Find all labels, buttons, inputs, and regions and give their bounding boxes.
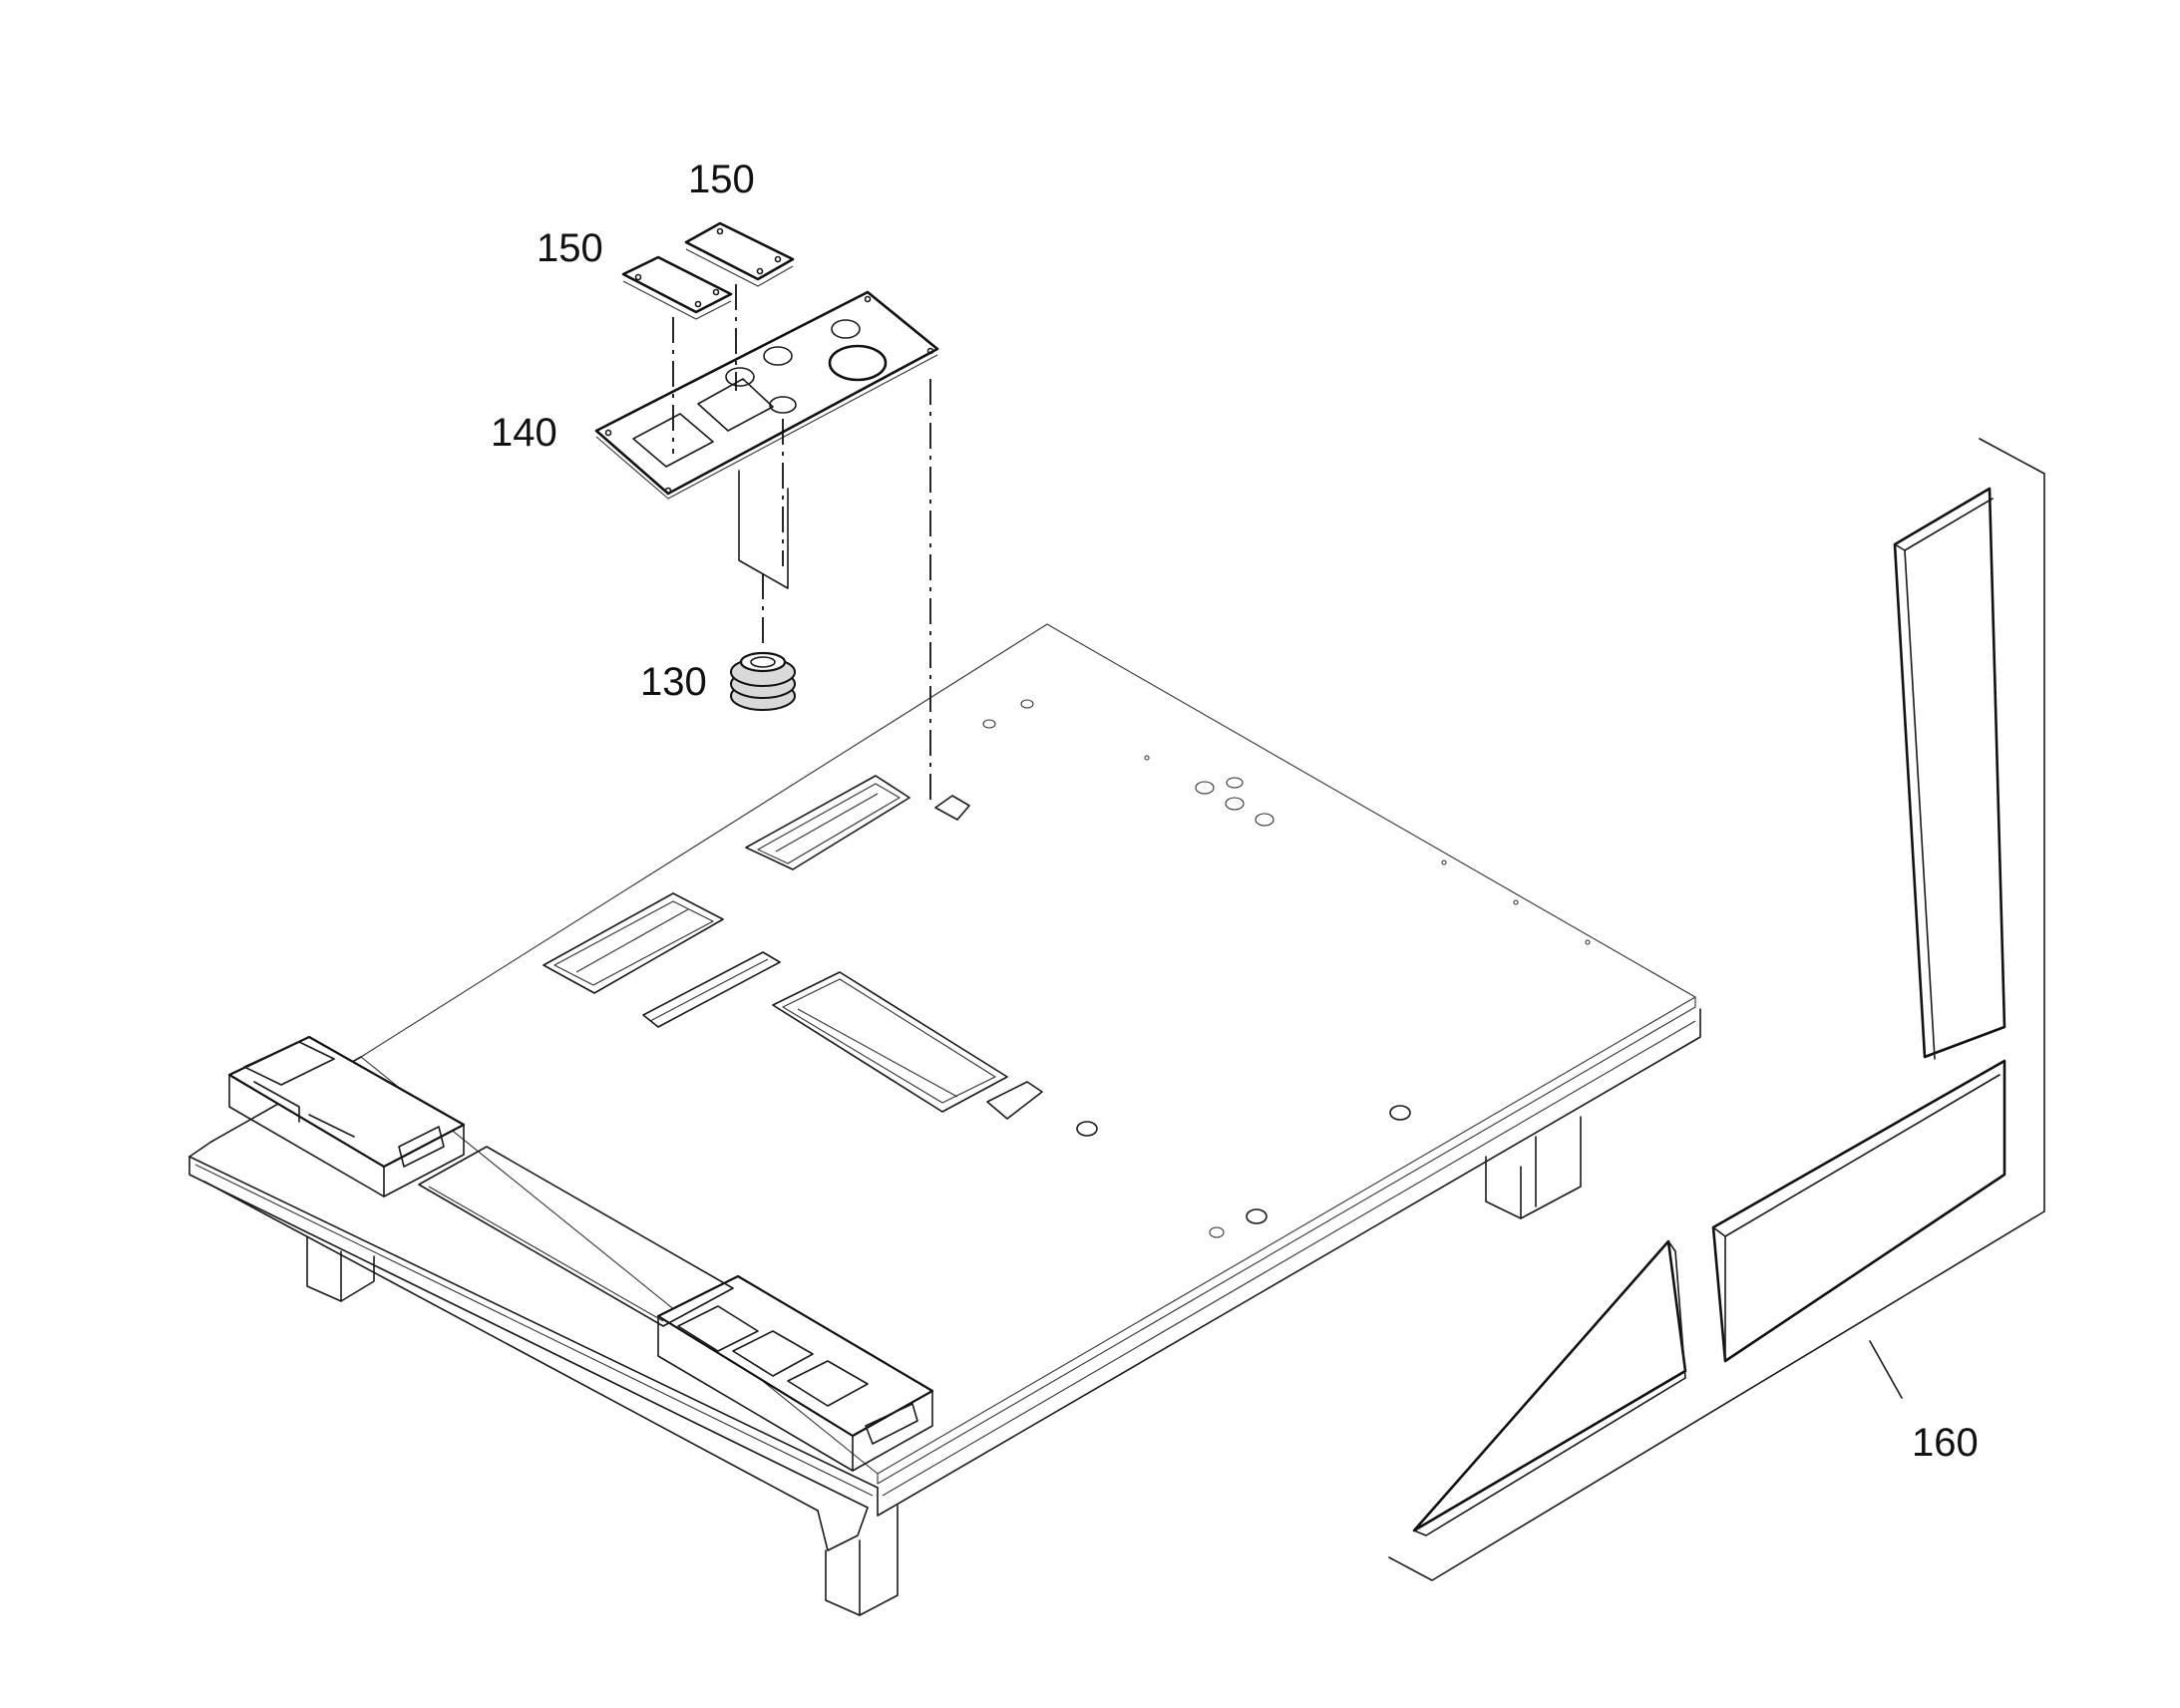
label-grommet: 130 [640,660,707,704]
panel-flange [738,470,789,589]
label-cover-b: 150 [688,158,755,201]
leg-front [825,1505,899,1616]
plate-tab [934,795,970,821]
panel-part [594,290,939,500]
plate-slot-1 [745,775,910,870]
plate-slot-3 [642,951,781,1028]
long-rail [418,1146,734,1327]
label-edge-guard: 160 [1912,1421,1979,1465]
plate-holes [982,699,1591,1238]
cover-part-b [684,221,795,287]
plate-slot-2 [543,892,724,994]
assembly-lines [672,284,931,806]
label-cover-a: 150 [537,226,603,270]
plate-slot-4 [772,971,1043,1120]
end-block-left [227,1035,466,1197]
end-block-front [656,1274,934,1472]
cover-part-a [621,255,733,320]
base-plate [188,623,1701,1551]
label-panel: 140 [491,411,557,455]
grommet-part [730,651,796,711]
leg-right [1485,1116,1582,1219]
leg-left [306,1235,375,1302]
edge-guard-part [1388,438,2045,1581]
